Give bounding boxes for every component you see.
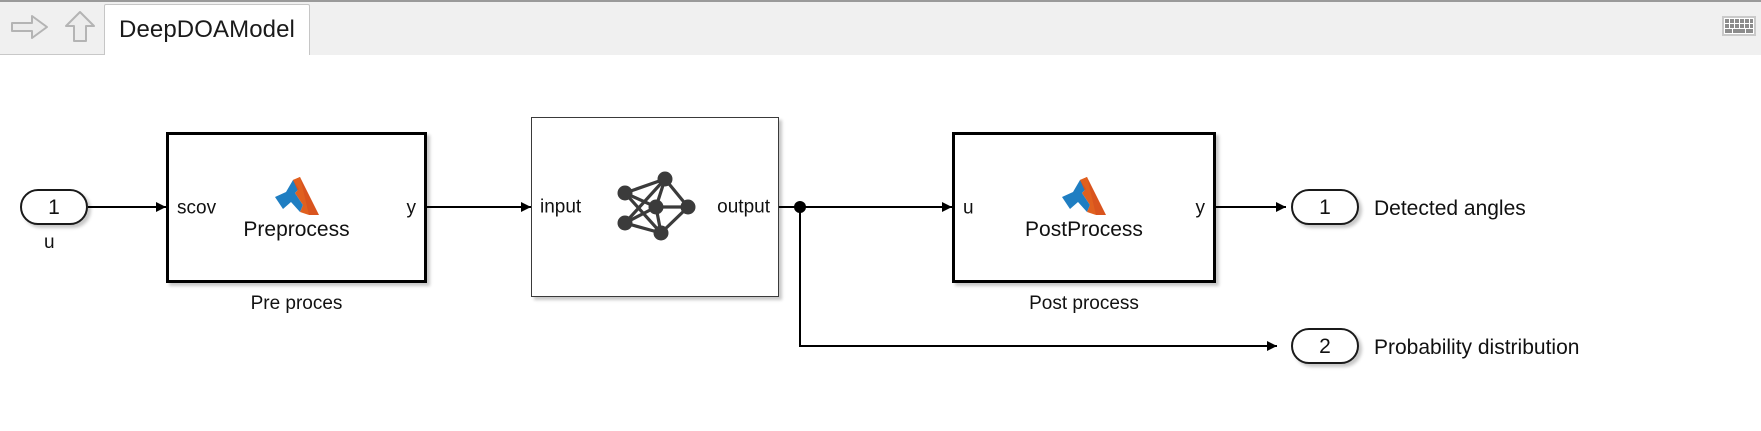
block-preprocess[interactable]: scov y Preprocess <box>166 132 427 283</box>
toolbar-top-divider <box>0 0 1761 2</box>
block-network[interactable]: input output <box>531 117 779 297</box>
outport-1-number: 1 <box>1319 195 1331 219</box>
keyboard-icon[interactable] <box>1720 9 1758 43</box>
tab-deepdoamodel[interactable]: DeepDOAModel <box>104 4 310 55</box>
matlab-function-icon <box>273 174 321 216</box>
inport-1-caption: u <box>44 232 55 253</box>
network-in-port-label: input <box>540 196 582 218</box>
up-button[interactable] <box>58 6 102 48</box>
outport-2[interactable]: 2 <box>1291 328 1359 364</box>
model-canvas[interactable]: 1 u scov y Preprocess <box>0 56 1761 431</box>
postprocess-out-port-label: y <box>1195 197 1206 218</box>
network-out-port-label: output <box>717 196 770 218</box>
tab-bar: DeepDOAModel <box>0 0 1761 55</box>
preprocess-title: Preprocess <box>243 217 350 241</box>
block-postprocess[interactable]: u y PostProcess <box>952 132 1216 283</box>
forward-button[interactable] <box>8 6 52 48</box>
neural-network-icon <box>609 169 701 245</box>
preprocess-out-port-label: y <box>406 197 417 218</box>
outport-2-number: 2 <box>1319 334 1331 358</box>
postprocess-caption: Post process <box>1029 293 1139 314</box>
inport-1[interactable]: 1 <box>20 189 88 225</box>
preprocess-in-port-label: scov <box>177 197 217 218</box>
tab-label: DeepDOAModel <box>119 16 295 43</box>
outport-2-label: Probability distribution <box>1374 336 1580 359</box>
signal-lines <box>88 201 1286 351</box>
postprocess-in-port-label: u <box>963 197 974 218</box>
inport-1-number: 1 <box>48 195 60 219</box>
outport-1-label: Detected angles <box>1374 197 1526 220</box>
arrow-right-icon <box>10 12 50 42</box>
postprocess-title: PostProcess <box>1025 217 1143 241</box>
outport-1[interactable]: 1 <box>1291 189 1359 225</box>
wire-branch-to-outport2 <box>799 207 1277 351</box>
tab-strip-filler <box>310 52 1761 55</box>
matlab-function-icon <box>1060 174 1108 216</box>
navigation-buttons <box>8 4 104 50</box>
preprocess-caption: Pre proces <box>250 293 343 314</box>
signal-branch-point <box>794 201 806 213</box>
arrow-up-icon <box>64 10 96 44</box>
